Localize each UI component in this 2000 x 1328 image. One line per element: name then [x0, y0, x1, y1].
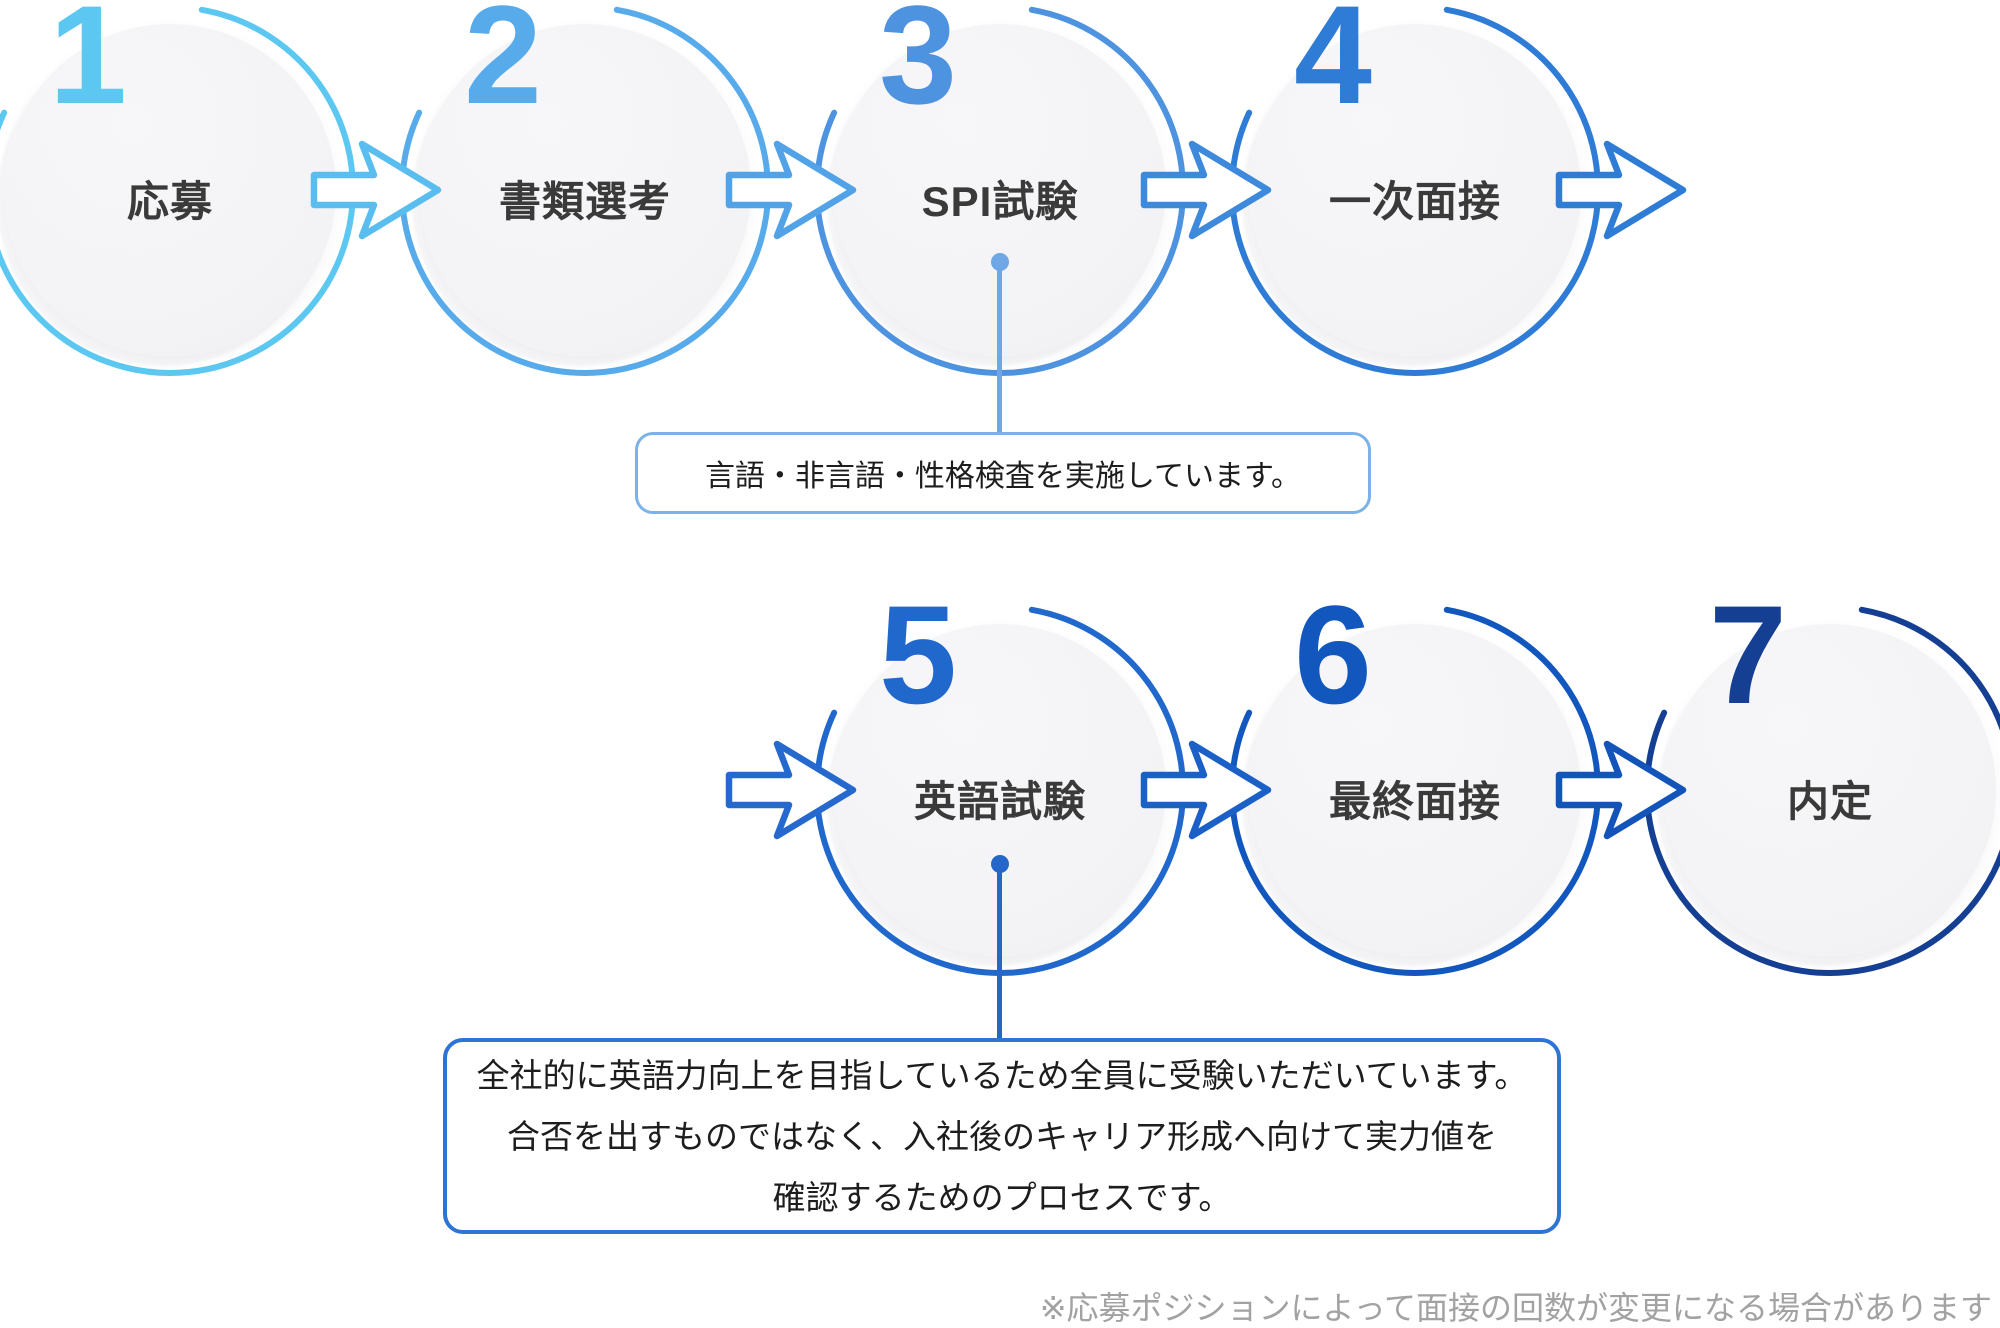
flow-arrow-icon [310, 140, 442, 240]
progress-arc-icon [1229, 6, 1601, 376]
flow-arrow-icon [1140, 140, 1272, 240]
step-7: 7 内定 [1640, 585, 2000, 980]
step-label: 一次面接 [1328, 178, 1501, 225]
progress-arc-icon [0, 6, 356, 376]
step-3: 3 SPI試験 [810, 0, 1190, 380]
connector-line [997, 864, 1002, 1038]
callout-english-line3: 確認するためのプロセスです。 [772, 1178, 1232, 1216]
step-number: 5 [879, 576, 957, 733]
footnote: ※応募ポジションによって面接の回数が変更になる場合があります [1039, 1290, 1992, 1326]
step-2: 2 書類選考 [395, 0, 775, 380]
flow-arrow-icon [1555, 140, 1687, 240]
step-number: 4 [1294, 0, 1372, 133]
step-label: 最終面接 [1328, 778, 1501, 825]
step-circle [1249, 624, 1581, 956]
callout-spi-text: 言語・非言語・性格検査を実施しています。 [704, 460, 1302, 493]
callout-english-line2: 合否を出すものではなく、入社後のキャリア形成へ向けて実力値を [506, 1117, 1497, 1155]
step-number: 3 [879, 0, 957, 133]
step-1: 1 応募 [0, 0, 360, 380]
step-circle [1249, 24, 1581, 356]
progress-arc-icon [814, 6, 1186, 376]
step-circle [419, 24, 751, 356]
progress-arc-icon [1644, 606, 2000, 976]
step-4: 4 一次面接 [1225, 0, 1605, 380]
step-6: 6 最終面接 [1225, 585, 1605, 980]
progress-arc-icon [399, 6, 771, 376]
flow-arrow-icon [1140, 740, 1272, 840]
step-number: 7 [1709, 576, 1787, 733]
step-label: 英語試験 [913, 778, 1086, 825]
progress-arc-icon [814, 606, 1186, 976]
flow-arrow-icon [1555, 740, 1687, 840]
flow-arrow-icon [725, 740, 857, 840]
step-label: 内定 [1786, 778, 1873, 825]
callout-english-line1: 全社的に英語力向上を目指しているため全員に受験いただいています。 [476, 1056, 1528, 1094]
step-label: 応募 [126, 178, 213, 225]
callout-spi-note: 言語・非言語・性格検査を実施しています。 [635, 432, 1371, 514]
step-circle [4, 24, 336, 356]
callout-english-note: 全社的に英語力向上を目指しているため全員に受験いただいています。 合否を出すもの… [443, 1038, 1561, 1234]
step-number: 2 [464, 0, 542, 133]
connector-line [997, 262, 1002, 432]
step-label: SPI試験 [921, 178, 1079, 225]
step-number: 1 [49, 0, 127, 133]
step-number: 6 [1294, 576, 1372, 733]
progress-arc-icon [1229, 606, 1601, 976]
flow-arrow-icon [725, 140, 857, 240]
step-circle [1664, 624, 1996, 956]
step-label: 書類選考 [498, 178, 671, 225]
